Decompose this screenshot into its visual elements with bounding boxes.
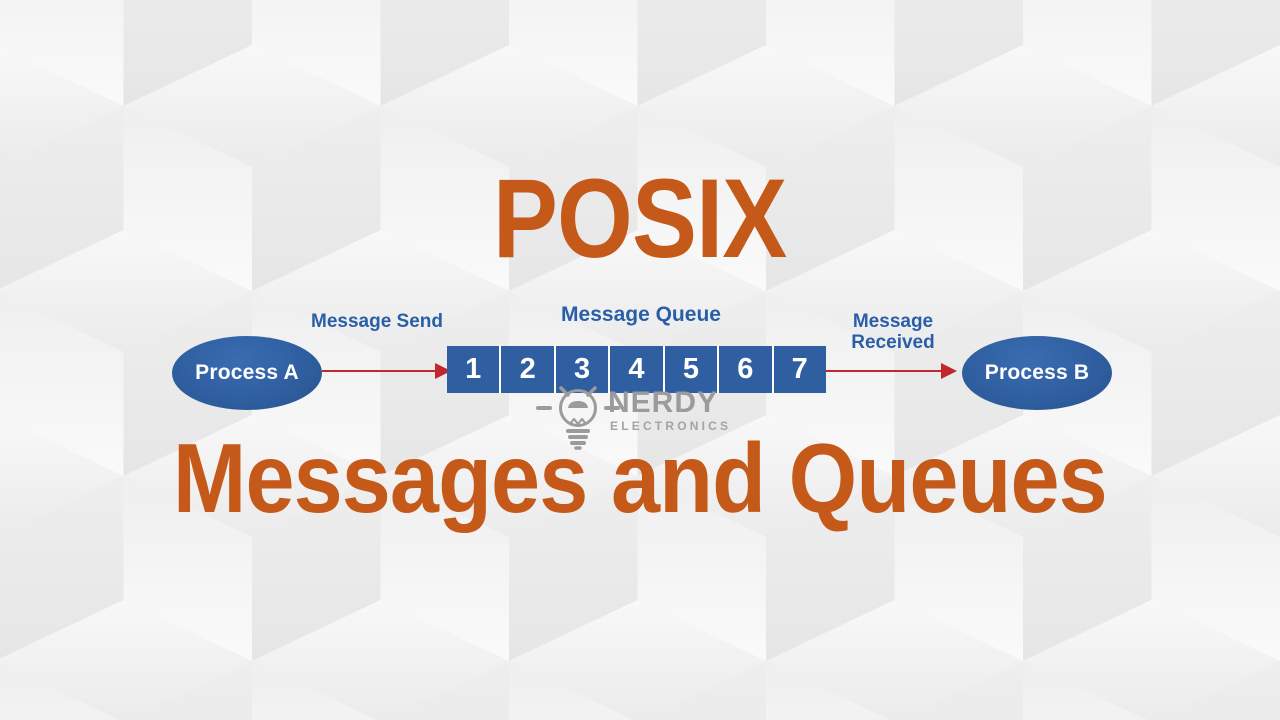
- send-arrow-line: [322, 370, 435, 372]
- watermark-brand-text: NERDY: [608, 386, 719, 419]
- queue-cell: 2: [501, 346, 554, 393]
- process-a-node: Process A: [172, 336, 322, 410]
- lightbulb-icon: [536, 386, 620, 450]
- nerdy-electronics-watermark: NERDY ELECTRONICS: [530, 372, 760, 450]
- page-subtitle: Messages and Queues: [0, 426, 1280, 530]
- queue-cell: 3: [555, 346, 609, 393]
- page-subtitle-text: Messages and Queues: [173, 423, 1108, 533]
- watermark-brand-subtext: ELECTRONICS: [610, 419, 732, 433]
- receive-arrow-head-icon: [941, 363, 957, 379]
- message-send-label: Message Send: [311, 311, 443, 332]
- message-queue-box: 1 2 3 4 5 6 7: [447, 346, 826, 393]
- page-title: POSIX: [0, 163, 1280, 275]
- process-b-label: Process B: [984, 361, 1090, 384]
- page-title-text: POSIX: [493, 156, 787, 281]
- process-b-node: Process B: [962, 336, 1112, 410]
- receive-arrow-line: [826, 370, 942, 372]
- message-queue-label: Message Queue: [561, 303, 721, 326]
- process-a-label: Process A: [195, 361, 299, 384]
- queue-cell: 5: [664, 346, 718, 393]
- queue-cell: 6: [719, 346, 772, 393]
- queue-cell: 4: [610, 346, 663, 393]
- queue-cell: 7: [773, 346, 826, 393]
- message-received-label: Message Received: [851, 311, 935, 353]
- queue-cell: 1: [447, 346, 500, 393]
